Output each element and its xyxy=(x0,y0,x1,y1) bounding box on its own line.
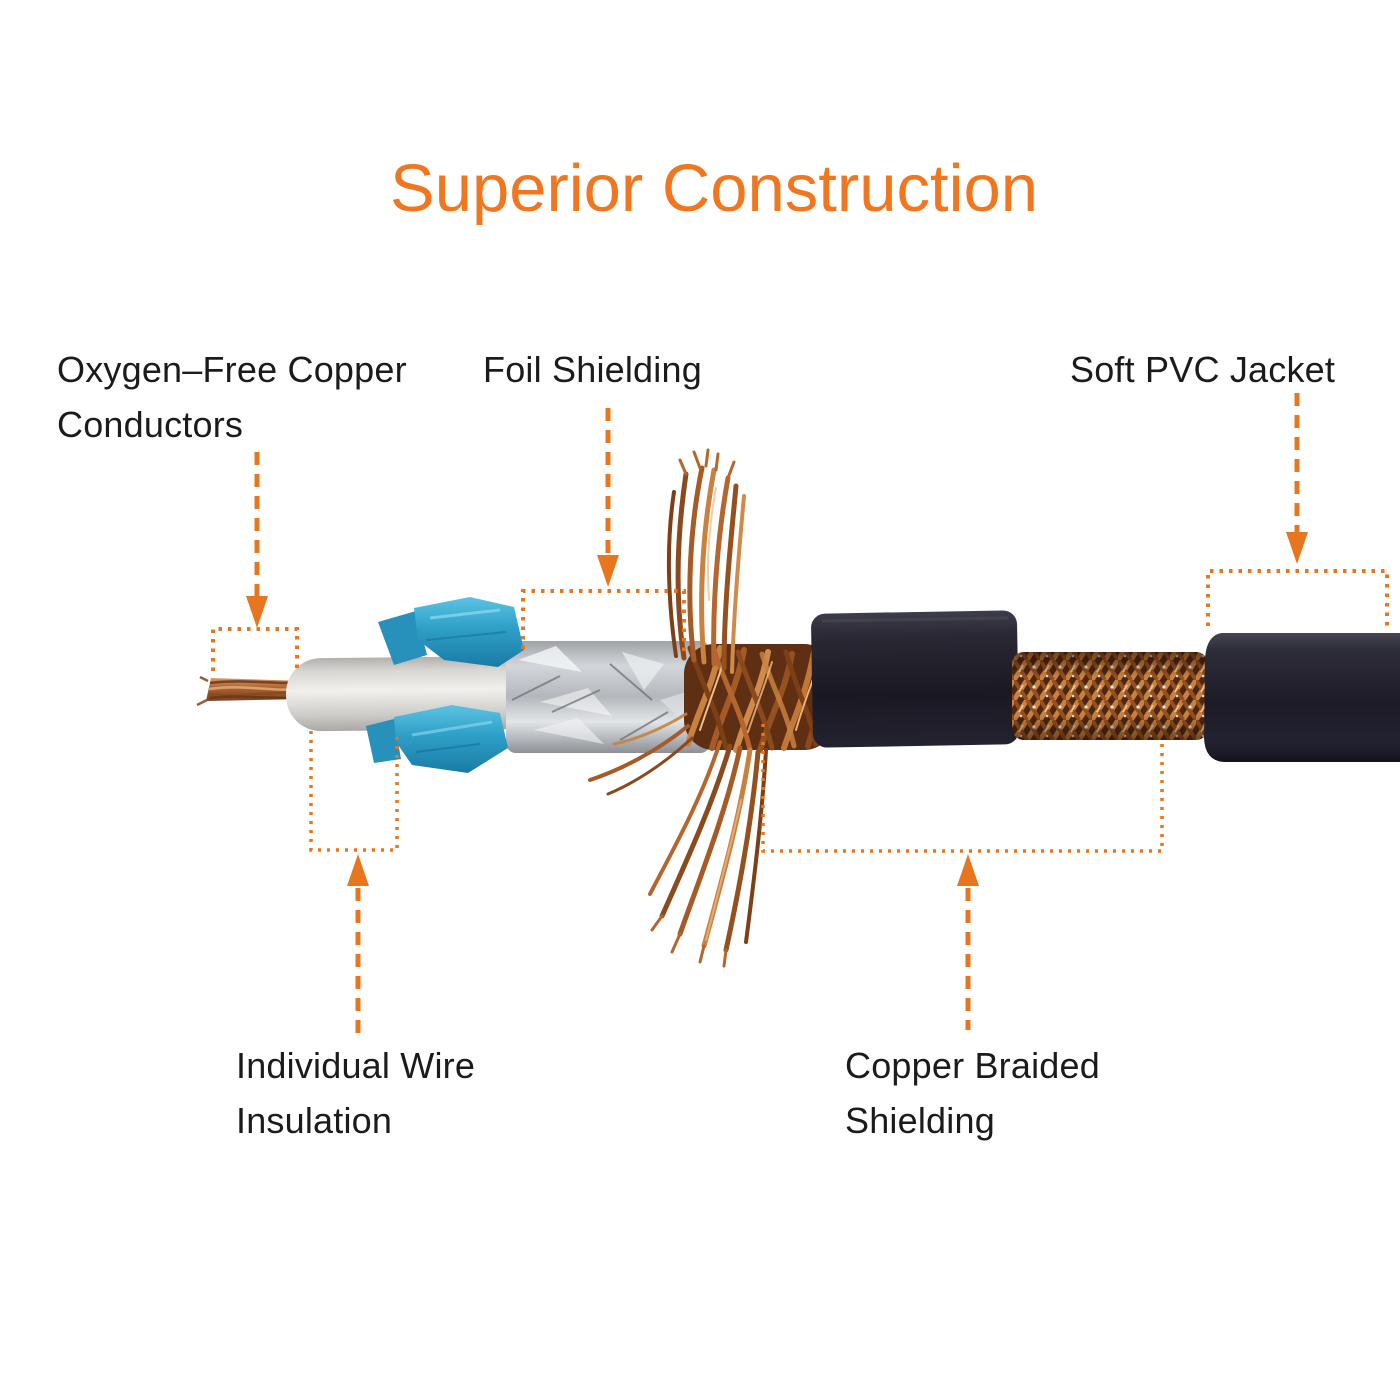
wire-insulation-tube xyxy=(285,655,569,732)
insulation-arrow-up-icon xyxy=(347,854,369,1036)
conductors-bracket xyxy=(211,627,299,671)
label-oxygen-free-copper-conductors: Oxygen–Free Copper Conductors xyxy=(57,342,407,452)
label-line: Oxygen–Free Copper xyxy=(57,349,407,390)
foil-shielding xyxy=(506,641,710,753)
label-foil-shielding: Foil Shielding xyxy=(483,342,702,397)
label-line: Conductors xyxy=(57,404,244,445)
label-line: Copper Braided xyxy=(845,1045,1100,1086)
jacket-bracket xyxy=(1206,569,1389,626)
label-copper-braided-shielding: Copper Braided Shielding xyxy=(845,1038,1100,1148)
label-soft-pvc-jacket: Soft PVC Jacket xyxy=(1070,342,1335,397)
braid-arrow-up-icon xyxy=(957,854,979,1030)
braid-bracket xyxy=(761,724,1164,853)
label-line: Individual Wire xyxy=(236,1045,476,1086)
conductors-arrow-down-icon xyxy=(246,452,268,628)
label-line: Insulation xyxy=(236,1100,393,1141)
label-line: Soft PVC Jacket xyxy=(1070,349,1336,390)
heat-shrink-band xyxy=(811,610,1019,748)
blue-tape xyxy=(366,597,524,773)
copper-braid-sleeve xyxy=(1012,652,1208,740)
jacket-arrow-down-icon xyxy=(1286,393,1308,564)
copper-braid-fan xyxy=(588,448,835,968)
pvc-jacket xyxy=(1204,633,1400,762)
insulation-bracket xyxy=(309,731,399,852)
foil-arrow-down-icon xyxy=(597,408,619,587)
foil-bracket xyxy=(521,589,686,653)
page-title: Superior Construction xyxy=(390,151,1038,226)
label-line: Foil Shielding xyxy=(483,349,702,390)
label-line: Shielding xyxy=(845,1100,995,1141)
label-individual-wire-insulation: Individual Wire Insulation xyxy=(236,1038,475,1148)
